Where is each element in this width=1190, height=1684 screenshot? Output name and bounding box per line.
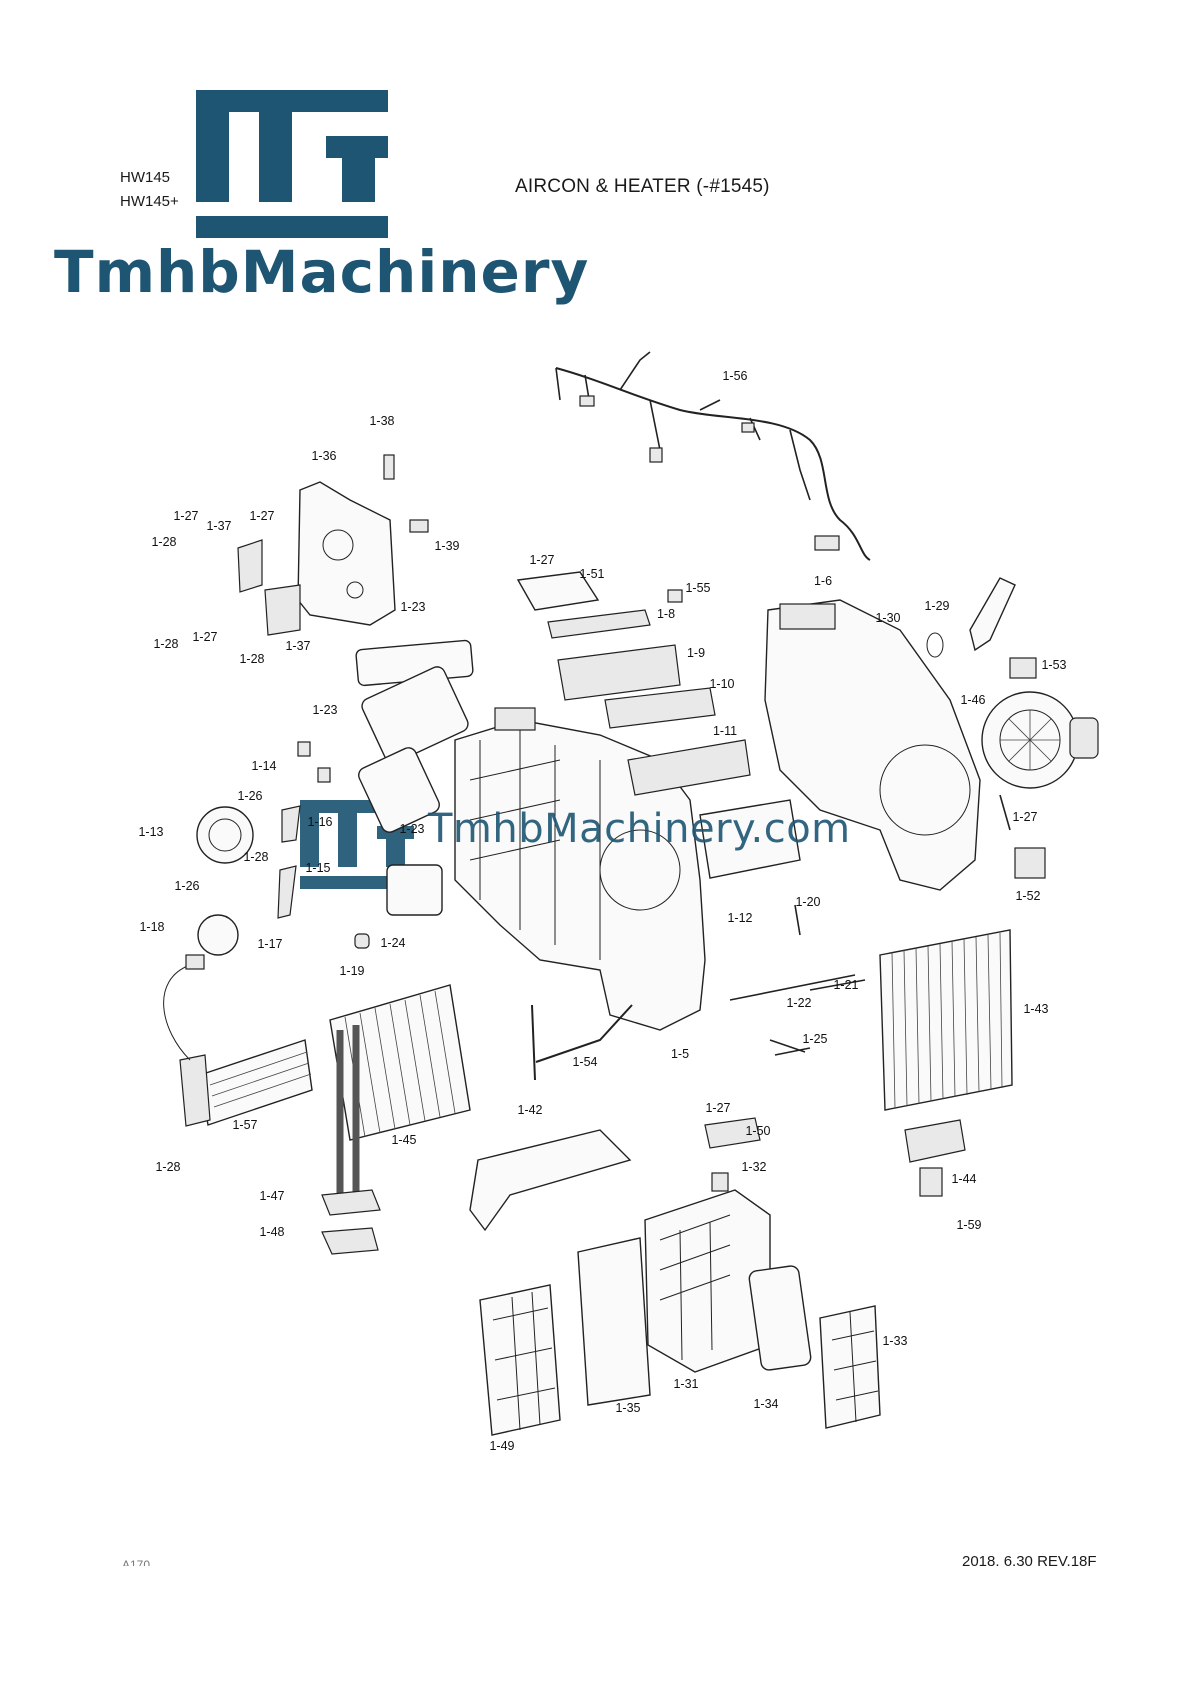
part-number-label: 1-27 [192, 630, 217, 644]
part-number-label: 1-34 [753, 1397, 778, 1411]
part-number-label: 1-9 [687, 646, 705, 660]
part-number-label: 1-28 [153, 637, 178, 651]
motor-actuator [196, 806, 254, 864]
blower-fan [981, 691, 1099, 789]
part-number-label: 1-49 [489, 1439, 514, 1453]
hvac-main-case [454, 719, 706, 1031]
blower-housing [764, 599, 981, 891]
part-number-label: 1-28 [239, 652, 264, 666]
part-number-label: 1-52 [1015, 889, 1040, 903]
part-number-label: 1-51 [579, 567, 604, 581]
watermark-text: TmhbMachinery.com [428, 806, 851, 852]
page-title: AIRCON & HEATER (-#1545) [515, 176, 770, 197]
part-number-label: 1-12 [727, 911, 752, 925]
filter-frame [479, 1284, 561, 1436]
part-number-label: 1-23 [400, 600, 425, 614]
page-number: A170 [122, 1558, 151, 1566]
part-number-label: 1-14 [251, 759, 276, 773]
part-number-label: 1-21 [833, 978, 858, 992]
part-number-label: 1-13 [138, 825, 163, 839]
part-number-label: 1-55 [685, 581, 710, 595]
revision-date: 2018. 6.30 REV.18F [962, 1553, 1097, 1570]
part-number-label: 1-47 [259, 1189, 284, 1203]
part-number-label: 1-31 [673, 1377, 698, 1391]
part-number-label: 1-45 [391, 1133, 416, 1147]
part-number-label: 1-23 [399, 822, 424, 836]
part-number-label: 1-17 [257, 937, 282, 951]
part-number-label: 1-28 [155, 1160, 180, 1174]
part-number-label: 1-23 [312, 703, 337, 717]
part-number-label: 1-18 [139, 920, 164, 934]
part-number-label: 1-53 [1041, 658, 1066, 672]
part-number-label: 1-44 [951, 1172, 976, 1186]
part-number-label: 1-59 [956, 1218, 981, 1232]
part-number-label: 1-37 [206, 519, 231, 533]
part-number-label: 1-10 [709, 677, 734, 691]
part-number-label: 1-28 [151, 535, 176, 549]
wiring-harness [555, 351, 871, 561]
part-number-label: 1-26 [174, 879, 199, 893]
evaporator-core [879, 929, 1013, 1197]
part-number-label: 1-37 [285, 639, 310, 653]
part-number-label: 1-27 [705, 1101, 730, 1115]
part-number-label: 1-33 [882, 1334, 907, 1348]
part-number-label: 1-50 [745, 1124, 770, 1138]
brand-logo-text: TmhbMachinery [54, 238, 590, 306]
part-number-label: 1-25 [802, 1032, 827, 1046]
ptc-heater [163, 954, 313, 1127]
part-number-label: 1-39 [434, 539, 459, 553]
part-number-label: 1-42 [517, 1103, 542, 1117]
model-name: HW145+ [120, 193, 179, 210]
part-number-label: 1-28 [243, 850, 268, 864]
part-number-label: 1-32 [741, 1160, 766, 1174]
heater-core [321, 984, 471, 1255]
part-number-label: 1-35 [615, 1401, 640, 1415]
mode-actuator-housing [297, 481, 396, 626]
part-number-label: 1-24 [380, 936, 405, 950]
part-number-label: 1-26 [237, 789, 262, 803]
part-number-label: 1-15 [305, 861, 330, 875]
brand-logo-icon [196, 90, 388, 238]
part-number-label: 1-27 [173, 509, 198, 523]
part-number-label: 1-54 [572, 1055, 597, 1069]
part-number-label: 1-6 [814, 574, 832, 588]
part-number-label: 1-5 [671, 1047, 689, 1061]
part-number-label: 1-57 [232, 1118, 257, 1132]
model-name: HW145 [120, 169, 171, 186]
part-number-label: 1-36 [311, 449, 336, 463]
part-number-label: 1-48 [259, 1225, 284, 1239]
drain-tray [469, 1129, 632, 1232]
part-number-label: 1-20 [795, 895, 820, 909]
part-number-label: 1-22 [786, 996, 811, 1010]
part-number-label: 1-19 [339, 964, 364, 978]
part-number-label: 1-16 [307, 815, 332, 829]
part-number-label: 1-11 [713, 724, 737, 738]
part-number-label: 1-30 [875, 611, 900, 625]
part-number-label: 1-38 [369, 414, 394, 428]
part-number-label: 1-27 [249, 509, 274, 523]
part-number-label: 1-43 [1023, 1002, 1048, 1016]
part-number-label: 1-8 [657, 607, 675, 621]
part-number-label: 1-29 [924, 599, 949, 613]
model-list: HW145 HW145+ [120, 166, 179, 214]
part-number-label: 1-46 [960, 693, 985, 707]
part-number-label: 1-27 [1012, 810, 1037, 824]
part-number-label: 1-56 [722, 369, 747, 383]
part-number-label: 1-27 [529, 553, 554, 567]
